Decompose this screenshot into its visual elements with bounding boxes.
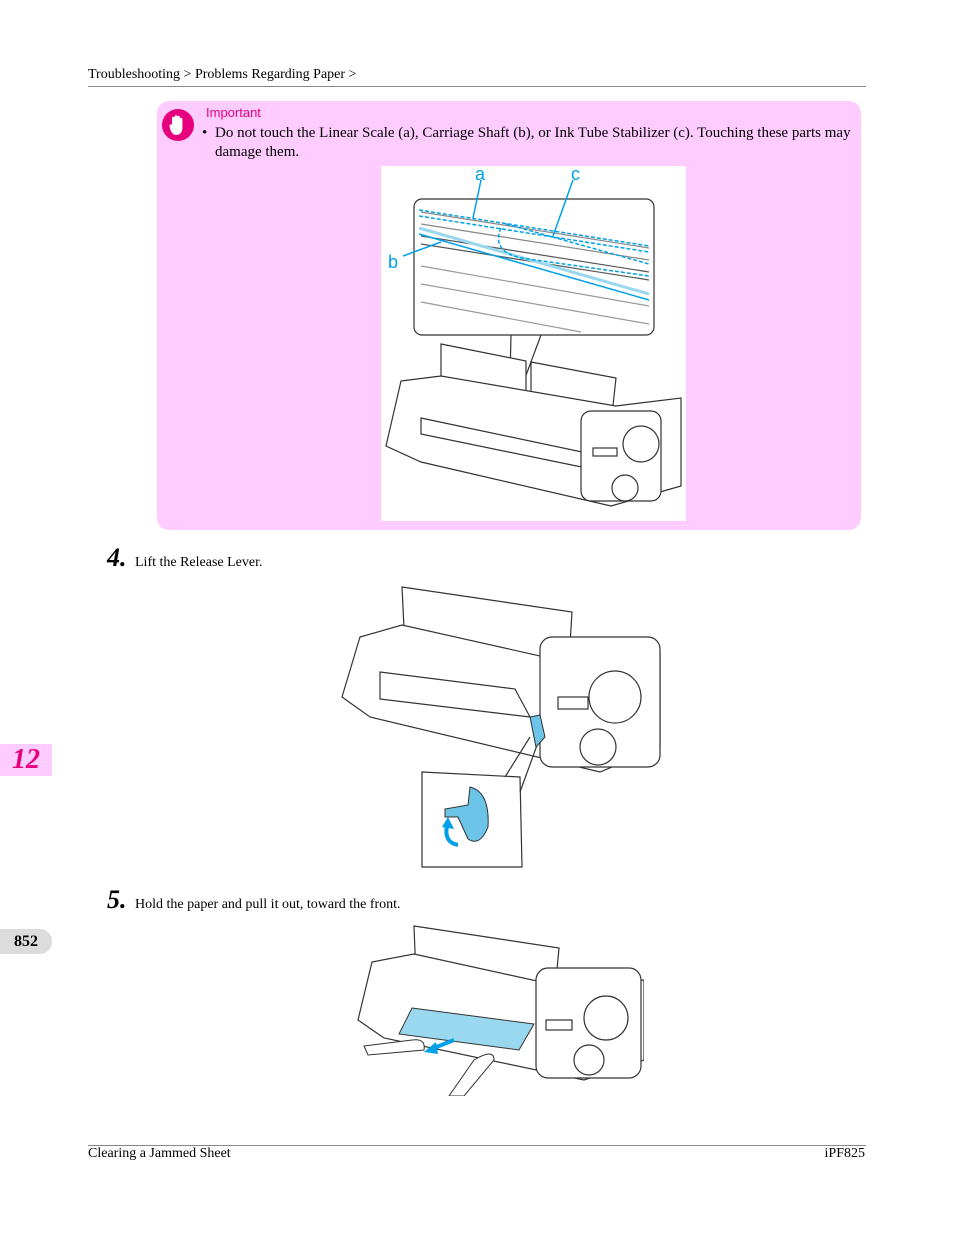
step-4-number: 4. [107, 543, 127, 572]
footer-divider [88, 1145, 866, 1146]
step-4-text: Lift the Release Lever. [135, 555, 263, 570]
pull-paper-illustration [354, 920, 645, 1097]
step-5-number: 5. [107, 885, 127, 914]
label-b: b [388, 252, 398, 272]
label-a: a [475, 166, 486, 184]
important-text: Do not touch the Linear Scale (a), Carri… [215, 125, 851, 160]
header-divider [88, 86, 866, 87]
page-number-tab: 852 [0, 929, 52, 954]
footer-section-title: Clearing a Jammed Sheet [88, 1146, 231, 1161]
bullet-marker: • [202, 125, 208, 141]
label-c: c [571, 166, 580, 184]
printer-parts-illustration: a c b [381, 164, 686, 521]
footer-model-name: iPF825 [824, 1146, 865, 1161]
important-label: Important [206, 105, 261, 120]
step-5-text: Hold the paper and pull it out, toward t… [135, 897, 401, 912]
hand-stop-icon [162, 109, 194, 141]
chapter-tab: 12 [0, 744, 52, 776]
release-lever-illustration [340, 577, 662, 869]
breadcrumb: Troubleshooting > Problems Regarding Pap… [88, 67, 357, 82]
important-bullet-item: • Do not touch the Linear Scale (a), Car… [202, 124, 857, 162]
